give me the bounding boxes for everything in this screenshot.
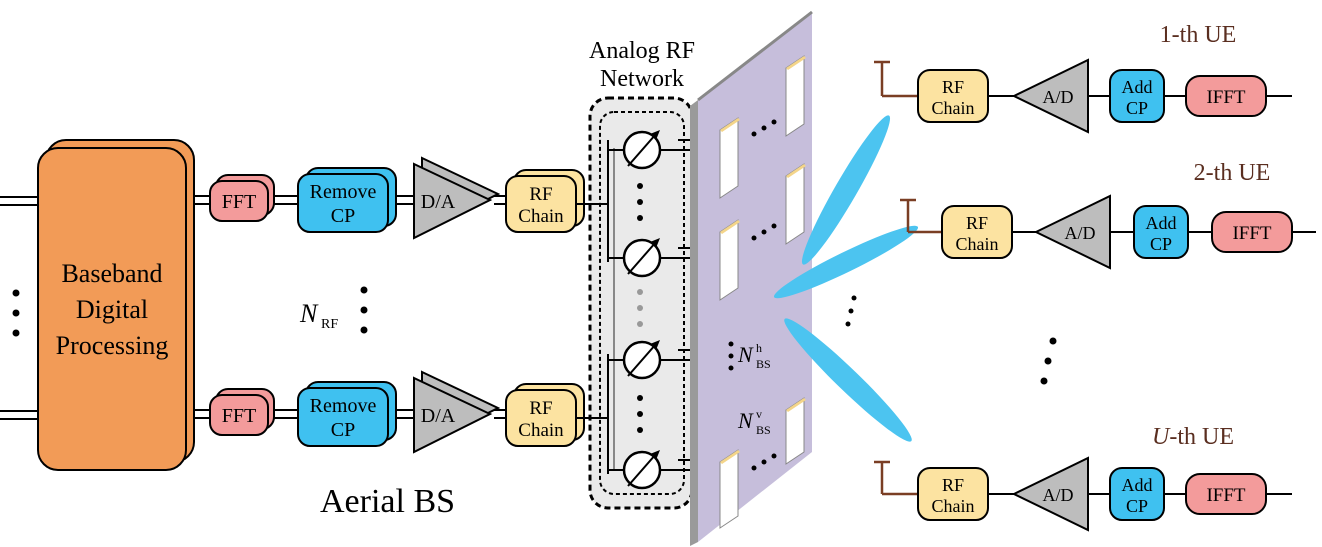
n-rf-sub: RF bbox=[321, 317, 338, 332]
ue-rf-chain-line-1: RF bbox=[942, 77, 964, 97]
phase-shifter bbox=[608, 238, 698, 278]
n-bs-h-sup: h bbox=[756, 341, 762, 355]
add-cp-line-2: CP bbox=[1126, 98, 1148, 118]
ue-u-chain: U-th UE RF Chain A/D Add CP IFFT bbox=[874, 424, 1292, 532]
antenna-panel: N h BS N v BS bbox=[690, 10, 813, 546]
n-rf-main: N bbox=[299, 299, 319, 328]
ifft-label: IFFT bbox=[1232, 223, 1271, 244]
ue-2-chain: 2-th UE RF Chain A/D Add CP IFFT bbox=[900, 160, 1316, 270]
rf-chain-line-2: Chain bbox=[518, 206, 564, 227]
baseband-label-line-2: Digital bbox=[76, 295, 148, 324]
dac-block: D/A bbox=[413, 156, 501, 240]
rf-chain-line-2: Chain bbox=[518, 420, 564, 441]
ue-rf-chain-line-1: RF bbox=[966, 213, 988, 233]
antenna-icon bbox=[900, 198, 942, 234]
remove-cp-line-1: Remove bbox=[310, 395, 377, 417]
beam-3 bbox=[784, 318, 912, 442]
fft-label: FFT bbox=[222, 405, 256, 427]
ue-u-label-prefix: U bbox=[1152, 424, 1171, 450]
antenna-element bbox=[785, 55, 806, 137]
rf-network-gray-ellipsis bbox=[637, 289, 643, 327]
remove-cp-line-2: CP bbox=[331, 205, 355, 227]
remove-cp-line-2: CP bbox=[331, 419, 355, 441]
bs-rf-chain-block: RF Chain bbox=[505, 169, 585, 233]
antenna-icon bbox=[874, 460, 918, 496]
add-cp-line-1: Add bbox=[1146, 213, 1177, 233]
beams bbox=[773, 115, 919, 442]
ue-rf-chain-line-2: Chain bbox=[932, 496, 975, 516]
remove-cp-line-1: Remove bbox=[310, 181, 377, 203]
antenna-element bbox=[719, 449, 740, 529]
adc-label: A/D bbox=[1043, 485, 1074, 505]
n-bs-h-label: N h BS bbox=[737, 341, 771, 371]
phase-shifter bbox=[608, 130, 698, 170]
bs-chain-bottom: FFT Remove CP D/A RF Chain bbox=[194, 370, 585, 454]
n-bs-v-sub: BS bbox=[756, 423, 771, 437]
antenna-element bbox=[785, 397, 806, 465]
analog-rf-network bbox=[576, 96, 698, 510]
ue-rf-chain-line-1: RF bbox=[942, 475, 964, 495]
rf-chain-line-1: RF bbox=[529, 398, 552, 419]
antenna-icon bbox=[874, 60, 918, 98]
add-cp-line-2: CP bbox=[1150, 234, 1172, 254]
n-bs-v-label: N v BS bbox=[737, 407, 771, 437]
phase-shifter bbox=[608, 450, 698, 490]
bs-chain-top: FFT Remove CP D/A RF Chain bbox=[194, 156, 585, 240]
beam-1 bbox=[801, 115, 891, 265]
dac-block: D/A bbox=[413, 370, 501, 454]
ue-1-label: 1-th UE bbox=[1160, 22, 1237, 48]
ue-u-label: U-th UE bbox=[1152, 424, 1234, 450]
beam-ellipsis bbox=[845, 295, 857, 327]
baseband-label-line-1: Baseband bbox=[61, 259, 162, 288]
n-bs-h-main: N bbox=[737, 342, 754, 367]
rf-network-ellipsis bbox=[637, 183, 643, 433]
ifft-label: IFFT bbox=[1206, 87, 1245, 108]
baseband-block: Baseband Digital Processing bbox=[37, 139, 195, 471]
fft-block: FFT bbox=[209, 174, 275, 222]
ue-2-label: 2-th UE bbox=[1194, 160, 1271, 186]
antenna-element bbox=[719, 117, 740, 199]
adc-label: A/D bbox=[1043, 87, 1074, 107]
dac-label: D/A bbox=[421, 405, 456, 427]
remove-cp-block: Remove CP bbox=[297, 167, 397, 233]
antenna-element bbox=[785, 163, 806, 245]
ue-rf-chain-line-2: Chain bbox=[932, 98, 975, 118]
remove-cp-block: Remove CP bbox=[297, 381, 397, 447]
rf-network-title-line-2: Network bbox=[600, 66, 684, 92]
fft-block: FFT bbox=[209, 388, 275, 436]
add-cp-line-1: Add bbox=[1122, 475, 1153, 495]
add-cp-line-1: Add bbox=[1122, 77, 1153, 97]
aerial-bs-title: Aerial BS bbox=[320, 483, 455, 520]
rf-chain-line-1: RF bbox=[529, 184, 552, 205]
input-lines bbox=[0, 196, 38, 420]
ue-1-chain: 1-th UE RF Chain A/D Add CP IFFT bbox=[874, 22, 1292, 134]
n-rf-label: N RF bbox=[299, 286, 368, 334]
rf-network-title-line-1: Analog RF bbox=[589, 38, 695, 64]
ue-rf-chain-line-2: Chain bbox=[956, 234, 999, 254]
beam-2 bbox=[773, 225, 919, 299]
input-ellipsis bbox=[12, 289, 20, 337]
ue-ellipsis bbox=[1040, 337, 1057, 385]
fft-label: FFT bbox=[222, 191, 256, 213]
bs-rf-chain-block: RF Chain bbox=[505, 383, 585, 447]
antenna-element bbox=[719, 219, 740, 301]
add-cp-line-2: CP bbox=[1126, 496, 1148, 516]
dac-label: D/A bbox=[421, 191, 456, 213]
n-bs-v-sup: v bbox=[756, 407, 762, 421]
adc-label: A/D bbox=[1065, 223, 1096, 243]
n-bs-h-sub: BS bbox=[756, 357, 771, 371]
baseband-label-line-3: Processing bbox=[56, 331, 169, 360]
ifft-label: IFFT bbox=[1206, 485, 1245, 506]
ue-u-label-rest: -th UE bbox=[1169, 424, 1234, 450]
n-bs-v-main: N bbox=[737, 408, 754, 433]
